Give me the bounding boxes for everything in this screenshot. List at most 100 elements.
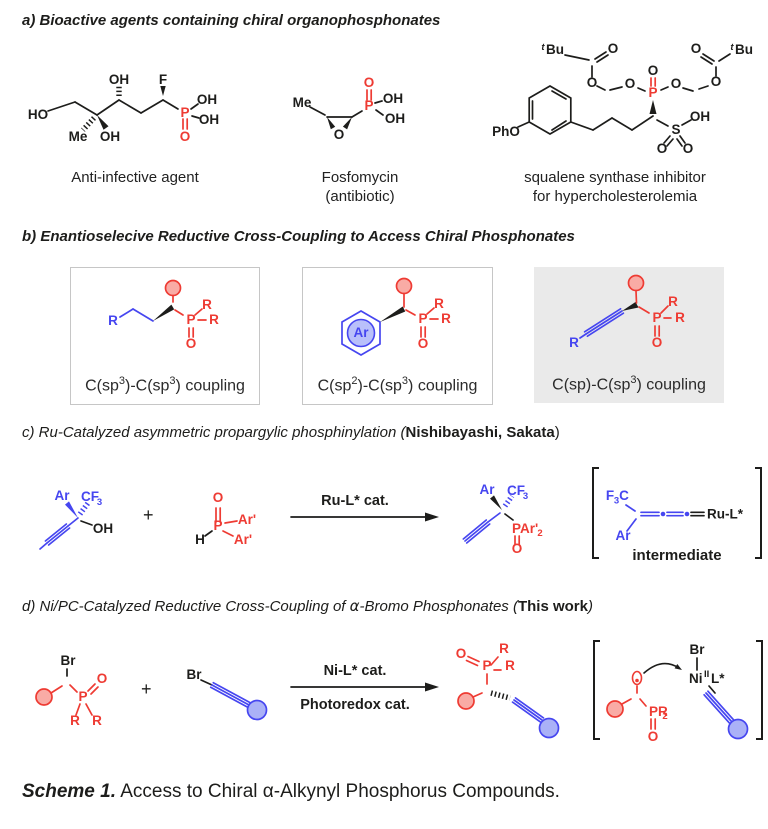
- atom-r: R: [92, 713, 102, 728]
- heading-c: c) Ru-Catalyzed asymmetric propargylic p…: [22, 424, 560, 441]
- atom-sub3: 3: [614, 496, 619, 507]
- arrow-label-top: Ni-L* cat.: [324, 663, 387, 679]
- heading-b: b) Enantioselecive Reductive Cross-Coupl…: [22, 228, 575, 245]
- atom-o: O: [456, 646, 467, 661]
- atom-r: R: [70, 713, 80, 728]
- atom-p: P: [180, 105, 189, 120]
- label-sup: 3: [118, 374, 125, 387]
- atom-sub2: 2: [537, 528, 542, 539]
- atom-oh: OH: [199, 112, 219, 127]
- atom-p: P: [648, 85, 657, 100]
- bonds: [625, 504, 705, 532]
- label-sp-sp3-coupling: C(sp)-C(sp3) coupling: [534, 374, 724, 394]
- atom-o: O: [625, 76, 636, 91]
- atom-oh: OH: [385, 111, 405, 126]
- atom-sub2: 2: [662, 711, 667, 722]
- atom-o: O: [213, 490, 224, 505]
- structure-bromo-alkyne: Br: [186, 667, 268, 721]
- bonds: [309, 89, 384, 130]
- atom-r: R: [202, 297, 212, 312]
- structure-sp3-sp3: R P R R O: [108, 279, 219, 351]
- label-squalene-line1: squalene synthase inhibitor: [524, 169, 706, 186]
- atom-ar-prime: Ar': [234, 532, 252, 547]
- atom-o: O: [671, 76, 682, 91]
- atom-tbu: Bu: [735, 42, 753, 57]
- atom-tbu-sup: t: [730, 42, 734, 53]
- atom-r: R: [441, 311, 451, 326]
- label-part: )-C(sp: [124, 377, 170, 394]
- atom-r: R: [434, 296, 444, 311]
- bonds: [35, 668, 99, 716]
- atom-sub3: 3: [97, 497, 102, 508]
- atom-o: O: [711, 74, 722, 89]
- atom-r: R: [675, 310, 685, 325]
- label-sp3-sp3-coupling: C(sp3)-C(sp3) coupling: [71, 375, 259, 395]
- label-part: C(sp: [317, 377, 352, 394]
- atom-p: P: [364, 98, 373, 113]
- atom-ligand: L*: [711, 671, 725, 686]
- atom-o: O: [608, 41, 619, 56]
- brackets: [592, 467, 762, 559]
- label-fosfomycin-line1: Fosfomycin: [321, 169, 399, 186]
- label-fosfomycin-line2: (antibiotic): [325, 188, 395, 205]
- atom-o: O: [186, 336, 197, 351]
- atom-ru-l: Ru-L*: [707, 507, 744, 522]
- atom-f: F: [606, 488, 614, 503]
- atom-o: O: [334, 127, 345, 142]
- atom-r: R: [569, 335, 579, 350]
- arrow: [290, 682, 439, 692]
- atom-ar: Ar: [615, 528, 631, 543]
- label-part: ) coupling: [175, 377, 245, 394]
- label-intermediate: intermediate: [632, 547, 721, 564]
- atom-o: O: [180, 129, 191, 144]
- structure-sp-sp3: R P R R O: [569, 274, 685, 350]
- atom-o: O: [364, 75, 375, 90]
- atom-r: R: [505, 658, 515, 673]
- atom-o: O: [512, 541, 523, 556]
- label-sup: 3: [169, 374, 176, 387]
- bonds: [606, 657, 749, 740]
- label-sup: 3: [630, 373, 637, 386]
- label-squalene-line2: for hypercholesterolemia: [532, 188, 698, 205]
- atom-br: Br: [60, 653, 76, 668]
- atom-cf: CF: [507, 483, 525, 498]
- structure-ni-radical-intermediate: PR 2 O Br Ni II L*: [593, 640, 763, 744]
- label-sup: 3: [401, 374, 409, 387]
- atom-oh: OH: [690, 109, 710, 124]
- atom-r: R: [209, 312, 219, 327]
- atom-me: Me: [293, 95, 312, 110]
- atom-s: S: [671, 122, 680, 137]
- atom-oh: OH: [93, 521, 113, 536]
- bonds: [204, 507, 238, 537]
- label-part: ) coupling: [636, 376, 706, 393]
- label-part: C(sp: [85, 377, 119, 394]
- atom-pr: PR: [649, 704, 668, 719]
- atom-oh: OH: [100, 129, 120, 144]
- panel-sp-sp3-highlighted: R P R R O C(sp)-C(sp3) coupling: [534, 267, 724, 403]
- arrow-label-bottom: Photoredox cat.: [300, 697, 410, 713]
- label-part: ) coupling: [408, 377, 478, 394]
- panel-sp3-sp3: R P R R O C(sp3)-C(sp3) coupling: [70, 267, 260, 405]
- label-fosfomycin: Fosfomycin (antibiotic): [300, 168, 420, 206]
- label-anti-infective: Anti-infective agent: [71, 169, 199, 186]
- heading-a: a) Bioactive agents containing chiral or…: [22, 12, 441, 29]
- atom-o: O: [691, 41, 702, 56]
- atom-ni: Ni: [689, 671, 703, 686]
- bonds: [47, 86, 200, 132]
- heading-d-thiswork: This work: [517, 598, 588, 615]
- label-squalene: squalene synthase inhibitor for hypercho…: [470, 168, 760, 206]
- structure-sp2-sp3: Ar P R R O: [341, 277, 451, 356]
- atom-o: O: [683, 141, 694, 156]
- heading-d-pre: d) Ni/PC-Catalyzed Reductive Cross-Coupl…: [22, 598, 350, 615]
- bonds: [457, 655, 560, 739]
- scheme-caption: Scheme 1. Access to Chiral α-Alkynyl Pho…: [22, 781, 560, 803]
- bonds: [579, 274, 672, 339]
- atom-r: R: [499, 641, 509, 656]
- atom-p: P: [213, 518, 222, 533]
- structure-propargyl-alcohol: Ar CF 3 OH: [39, 488, 113, 550]
- atom-o: O: [652, 335, 663, 350]
- arrow-label: Ru-L* cat.: [321, 493, 389, 509]
- atom-o: O: [587, 75, 598, 90]
- structure-squalene-synthase-inhibitor: t Bu O O O P O O O O t Bu S OH O O PhO: [492, 41, 753, 156]
- bonds: [119, 279, 207, 338]
